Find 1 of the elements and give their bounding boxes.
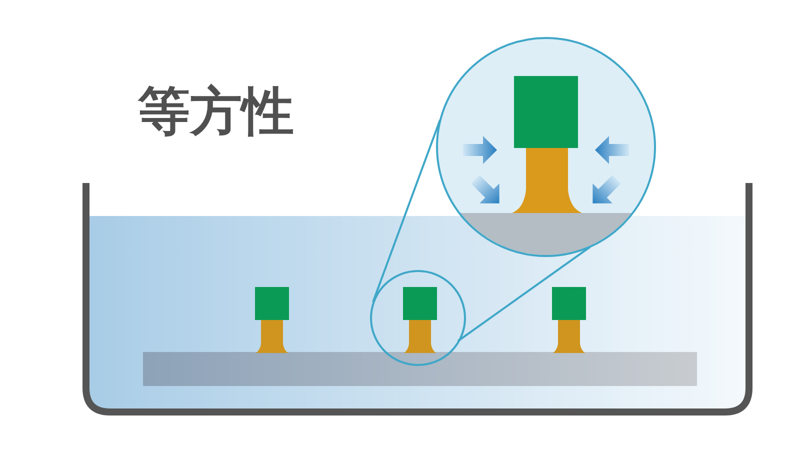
title-text: 等方性: [138, 86, 294, 138]
